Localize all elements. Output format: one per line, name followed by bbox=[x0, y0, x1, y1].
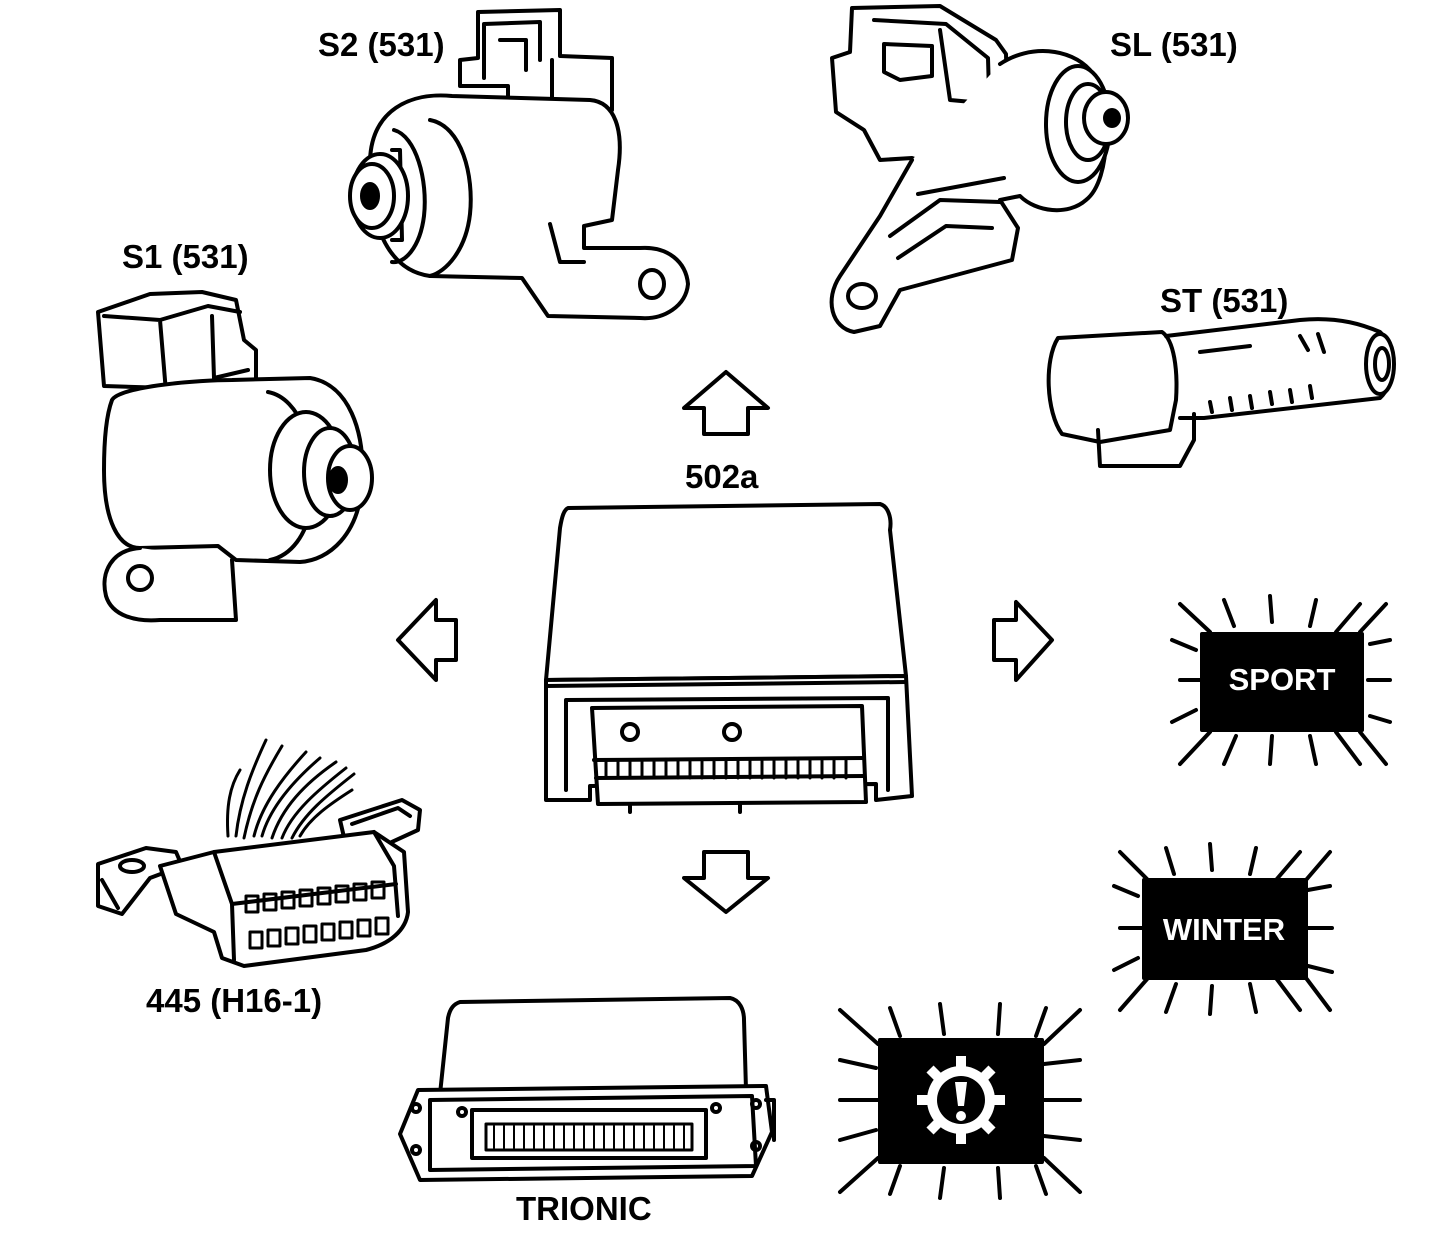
warning-lamp bbox=[838, 1002, 1082, 1200]
dlc-label: 445 (H16-1) bbox=[146, 982, 323, 1019]
tcm-unit bbox=[544, 502, 914, 814]
trionic-ecu bbox=[398, 996, 776, 1182]
s2-label: S2 (531) bbox=[318, 26, 445, 63]
sport-lamp-rays bbox=[1170, 594, 1392, 766]
connector-pins bbox=[244, 880, 390, 950]
sport-lamp-label: SPORT bbox=[1229, 662, 1336, 697]
sl-label: SL (531) bbox=[1110, 26, 1238, 63]
warning-lamp-rays bbox=[838, 1002, 1082, 1200]
st-solenoid bbox=[1046, 317, 1396, 468]
tcm-connector-pins bbox=[604, 758, 848, 780]
arrow-up-icon bbox=[682, 370, 770, 436]
winter-lamp-label: WINTER bbox=[1163, 912, 1285, 947]
diagnostic-connector bbox=[96, 738, 422, 968]
arrows bbox=[396, 370, 1054, 914]
sport-lamp: SPORT bbox=[1170, 594, 1392, 766]
arrow-down-icon bbox=[682, 850, 770, 914]
arrow-left-icon bbox=[396, 598, 458, 682]
winter-lamp-rays bbox=[1112, 842, 1334, 1016]
s1-solenoid bbox=[96, 290, 374, 623]
st-label: ST (531) bbox=[1160, 282, 1289, 319]
gear-exclamation-icon bbox=[917, 1056, 1005, 1144]
arrow-right-icon bbox=[992, 600, 1054, 682]
ecu-label: TRIONIC bbox=[516, 1190, 652, 1227]
ecu-connector-pins bbox=[493, 1125, 685, 1149]
s2-solenoid bbox=[348, 8, 690, 321]
s1-label: S1 (531) bbox=[122, 238, 249, 275]
sl-solenoid bbox=[829, 4, 1130, 334]
winter-lamp: WINTER bbox=[1112, 842, 1334, 1016]
connector-wires bbox=[226, 738, 356, 840]
tcm-label: 502a bbox=[685, 458, 759, 495]
